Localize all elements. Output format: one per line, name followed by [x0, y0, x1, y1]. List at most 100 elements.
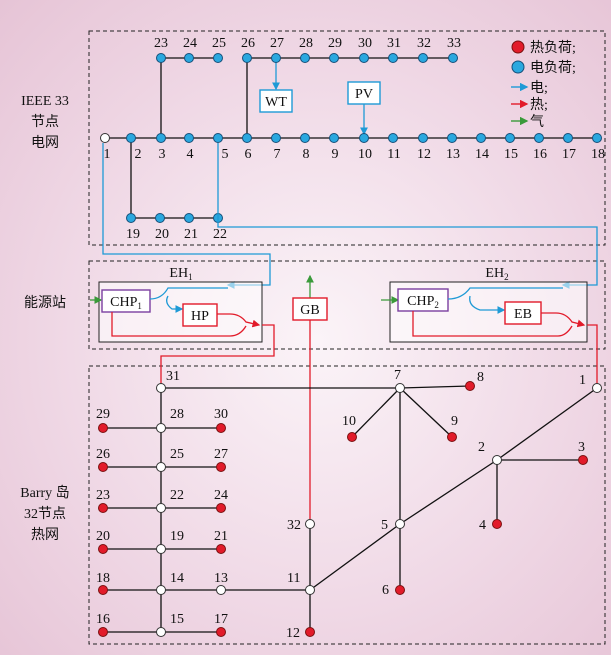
heat-node-29: [98, 423, 108, 433]
eh1-label: EH1: [169, 266, 192, 282]
heat-label-27: 27: [214, 447, 228, 462]
ieee-node-33: [448, 53, 458, 63]
legend: 热负荷; 电负荷; 电; 热; 气: [511, 40, 576, 130]
heat-link-eh1: [160, 324, 275, 384]
legend-heat-load-icon: [511, 40, 525, 54]
ieee-label-14: 14: [475, 147, 489, 162]
ieee-node-4: [184, 133, 194, 143]
eb-label: EB: [514, 307, 532, 322]
ieee-node-2: [126, 133, 136, 143]
ieee-node-29: [329, 53, 339, 63]
heat-node-5: [395, 519, 405, 529]
ieee-label-3: 3: [159, 147, 166, 162]
elec-link-eh2: [217, 143, 598, 289]
ieee-node-25: [213, 53, 223, 63]
ieee-node-1: [100, 133, 110, 143]
legend-elec-load: 电负荷;: [530, 60, 576, 76]
barry-label-line3: 热网: [31, 527, 59, 543]
legend-heat: 热;: [530, 97, 548, 113]
heat-node-7: [395, 383, 405, 393]
ieee-label-line1: IEEE 33: [21, 94, 69, 109]
heat-label-13: 13: [214, 571, 228, 586]
heat-node-27: [216, 462, 226, 472]
heat-label-9: 9: [451, 414, 458, 429]
wt-label: WT: [265, 95, 287, 110]
ieee-node-18: [592, 133, 602, 143]
legend-heat-load: 热负荷;: [530, 40, 576, 56]
ieee-label-30: 30: [358, 36, 372, 51]
heat-label-10: 10: [342, 414, 356, 429]
ieee-node-21: [184, 213, 194, 223]
heat-label-6: 6: [382, 583, 389, 598]
heat-node-22: [156, 503, 166, 513]
ieee-label-31: 31: [387, 36, 401, 51]
heat-junctions: [156, 383, 602, 637]
heat-node-10: [347, 432, 357, 442]
ieee-label-16: 16: [533, 147, 547, 162]
heat-node-3: [578, 455, 588, 465]
ieee-node-24: [184, 53, 194, 63]
ieee-label-1: 1: [104, 147, 111, 162]
ieee-label-12: 12: [417, 147, 431, 162]
heat-label-3: 3: [578, 440, 585, 455]
ieee-node-3: [156, 133, 166, 143]
gb-label: GB: [300, 303, 319, 318]
ieee-label-line3: 电网: [31, 135, 59, 151]
heat-loads: [98, 381, 588, 637]
ieee-node-23: [156, 53, 166, 63]
ieee-label-24: 24: [183, 36, 197, 51]
ieee-label-2: 2: [135, 147, 142, 162]
heat-label-19: 19: [170, 529, 184, 544]
ieee-label-23: 23: [154, 36, 168, 51]
heat-label-18: 18: [96, 571, 110, 586]
ieee-label-9: 9: [332, 147, 339, 162]
heat-label-23: 23: [96, 488, 110, 503]
ieee-label-10: 10: [358, 147, 372, 162]
pv-label: PV: [355, 87, 373, 102]
ieee-node-26: [242, 53, 252, 63]
ieee-label-11: 11: [387, 147, 400, 162]
ieee-node-19: [126, 213, 136, 223]
ieee-node-10: [359, 133, 369, 143]
ieee-node-9: [329, 133, 339, 143]
heat-label-22: 22: [170, 488, 184, 503]
ieee-node-32: [418, 53, 428, 63]
heat-node-15: [156, 627, 166, 637]
heat-node-31: [156, 383, 166, 393]
ieee-node-27: [271, 53, 281, 63]
chp1-box: [101, 289, 151, 313]
heat-label-15: 15: [170, 612, 184, 627]
heat-label-24: 24: [214, 488, 228, 503]
heat-node-28: [156, 423, 166, 433]
hp-label: HP: [191, 309, 209, 324]
heat-label-25: 25: [170, 447, 184, 462]
ieee-label-25: 25: [212, 36, 226, 51]
station-label: 能源站: [24, 295, 66, 311]
heat-label-8: 8: [477, 370, 484, 385]
eh2-hub: EH2 CHP2 EB: [381, 266, 588, 343]
ieee-node-30: [359, 53, 369, 63]
chp2-label: CHP2: [407, 294, 439, 310]
eh1-hub: EH1 CHP1 HP: [90, 266, 263, 343]
heat-node-19: [156, 544, 166, 554]
heat-label-28: 28: [170, 407, 184, 422]
heat-label-29: 29: [96, 407, 110, 422]
ieee-node-13: [447, 133, 457, 143]
legend-elec-load-icon: [511, 60, 525, 74]
heat-node-25: [156, 462, 166, 472]
heat-node-12: [305, 627, 315, 637]
heat-label-17: 17: [214, 612, 228, 627]
heat-node-24: [216, 503, 226, 513]
heat-section-frame: [88, 365, 606, 645]
ieee-node-16: [534, 133, 544, 143]
heat-node-32: [305, 519, 315, 529]
ieee-label-line2: 节点: [31, 114, 59, 130]
heat-label-14: 14: [170, 571, 184, 586]
ieee-node-31: [388, 53, 398, 63]
ieee-label-7: 7: [274, 147, 281, 162]
heat-label-20: 20: [96, 529, 110, 544]
heat-label-16: 16: [96, 612, 110, 627]
heat-label-32: 32: [287, 518, 301, 533]
heat-label-11: 11: [287, 571, 300, 586]
